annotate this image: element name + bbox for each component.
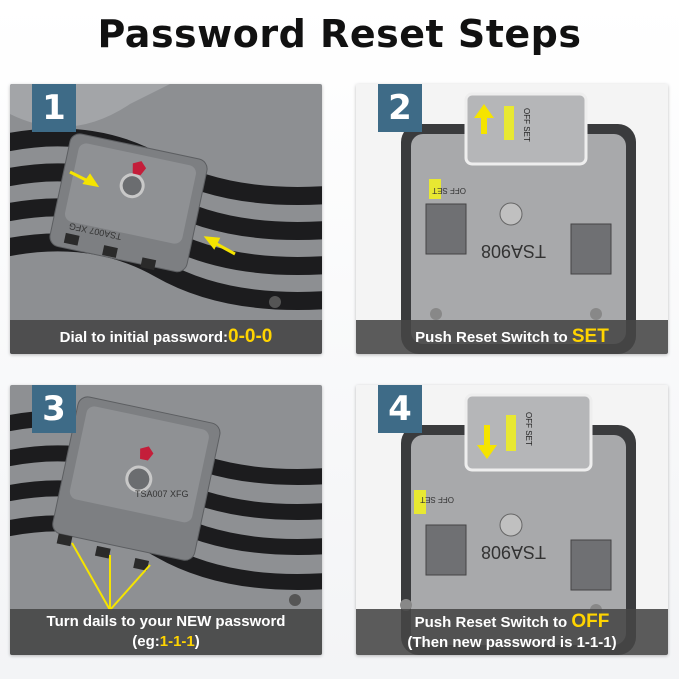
- caption-highlight: OFF: [571, 611, 610, 632]
- switch-label-zoom: OFF SET: [522, 108, 531, 142]
- step-number-badge: 1: [32, 84, 76, 132]
- switch-label-zoom: OFF SET: [524, 412, 533, 446]
- lock-label-text: TSA908: [481, 542, 546, 562]
- step-2-panel: TSA908 OFF SET OFF SET 2 Push Reset Swit…: [356, 84, 668, 354]
- caption-line-2: (eg:1-1-1): [10, 632, 322, 652]
- step-number-badge: 4: [378, 385, 422, 433]
- caption-highlight: SET: [571, 326, 609, 347]
- caption-text: Push Reset Switch to: [415, 329, 572, 346]
- lock-label-text: TSA007 XFG: [135, 489, 189, 499]
- step-number-badge: 2: [378, 84, 422, 132]
- step-1-caption: Dial to initial password:0-0-0: [10, 320, 322, 354]
- caption-text: ): [194, 633, 200, 650]
- step-4-caption: Push Reset Switch to OFF (Then new passw…: [356, 609, 668, 655]
- caption-text: (eg:: [132, 633, 160, 650]
- switch-label: OFF SET: [432, 186, 466, 195]
- caption-line-1: Push Reset Switch to OFF: [356, 612, 668, 633]
- step-2-caption: Push Reset Switch to SET: [356, 320, 668, 354]
- step-1-photo: TSA007 XFG: [10, 84, 322, 354]
- step-1-panel: TSA007 XFG 1 Dial to initial password:0-…: [10, 84, 322, 354]
- page-title: Password Reset Steps: [97, 12, 582, 56]
- caption-text: Dial to initial password:: [59, 329, 228, 346]
- caption-line-1: Turn dails to your NEW password: [46, 613, 286, 630]
- caption-text: Push Reset Switch to: [414, 614, 572, 631]
- step-3-caption: Turn dails to your NEW password (eg:1-1-…: [10, 609, 322, 655]
- caption-line-2: (Then new password is 1-1-1): [407, 634, 617, 651]
- step-4-panel: TSA908 OFF SET OFF SET 4 Push Reset Swit…: [356, 385, 668, 655]
- caption-highlight: 1-1-1: [159, 633, 195, 650]
- step-3-panel: TSA007 XFG 3 Turn dails to your NEW pass…: [10, 385, 322, 655]
- caption-highlight: 0-0-0: [228, 326, 273, 347]
- step-number-badge: 3: [32, 385, 76, 433]
- lock-label-text: TSA908: [481, 241, 546, 261]
- switch-label: OFF SET: [420, 495, 454, 504]
